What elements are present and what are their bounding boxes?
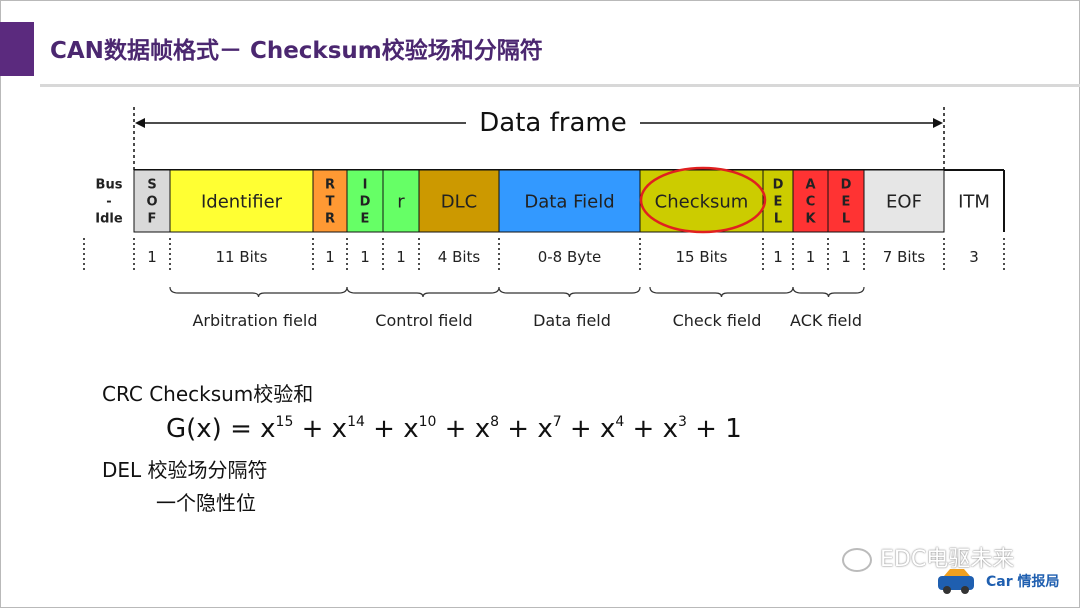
poly-terms: 15 + x14 + x10 + x8 + x7 + x4 + x3 + 1 (276, 414, 742, 444)
recessive-bit-line: 一个隐性位 (156, 491, 256, 515)
car-logo-icon (938, 569, 974, 594)
field-label: Identifier (201, 191, 283, 212)
title-accent-bar (0, 22, 34, 76)
poly-operator: + x (293, 414, 348, 444)
bit-count: 1 (806, 248, 816, 266)
bit-count: 1 (841, 248, 851, 266)
bit-count: 1 (325, 248, 335, 266)
watermark-text: EDC电驱未来 (880, 547, 1015, 572)
poly-operator: + 1 (686, 414, 742, 444)
bit-count: 4 Bits (438, 248, 481, 266)
bit-count: 11 Bits (215, 248, 267, 266)
field-box (133, 169, 171, 233)
group-brace (792, 286, 865, 298)
group-braces: Arbitration field Control field Data field… (169, 286, 865, 330)
slide-title: CAN数据帧格式－ Checksum校验场和分隔符 (50, 31, 543, 65)
bit-count: 7 Bits (883, 248, 926, 266)
poly-operator: + x (436, 414, 491, 444)
group-label: ACK field (790, 311, 862, 330)
group-label: Check field (673, 311, 762, 330)
poly-exponent: 10 (418, 414, 437, 430)
field-box (639, 169, 764, 233)
field-label: DLC (441, 191, 477, 212)
poly-exponent: 3 (678, 414, 687, 430)
field-label: r (397, 191, 405, 212)
bit-count: 0-8 Byte (538, 248, 602, 266)
field-box (346, 169, 384, 233)
data-frame-arrow: Data frame (133, 107, 945, 170)
watermark: EDC电驱未来 (842, 541, 1014, 573)
group-label: Data field (533, 311, 611, 330)
field-box (382, 169, 420, 233)
field-label: Bus-Idle (95, 178, 123, 227)
poly-prefix: G(x) = x (166, 414, 276, 444)
crc-line: CRC Checksum校验和 (102, 382, 314, 406)
bit-count: 15 Bits (675, 248, 727, 266)
field-label: EOF (886, 191, 922, 212)
logo-text: Car 情报局 (986, 574, 1060, 590)
bit-count: 1 (360, 248, 370, 266)
bit-counts: 1 11 Bits 1 1 1 4 Bits 0-8 Byte 15 Bits 1 1 1 7 Bit… (83, 238, 1005, 272)
title-divider (40, 84, 1080, 87)
wechat-icon (842, 548, 872, 572)
poly-operator: + x (499, 414, 553, 444)
frame-label: Data frame (479, 108, 626, 138)
group-label: Control field (375, 311, 472, 330)
field-box (312, 169, 348, 233)
field-box (418, 169, 500, 233)
poly-exponent: 15 (275, 414, 294, 430)
bit-count: 1 (147, 248, 157, 266)
arrow-head-right (933, 118, 943, 128)
group-brace (346, 286, 500, 298)
field-label: Data Field (524, 191, 614, 212)
poly-exponent: 8 (490, 414, 500, 430)
group-brace (498, 286, 641, 298)
checksum-highlight (639, 166, 767, 234)
poly-operator: + x (561, 414, 616, 444)
poly-operator: + x (364, 414, 419, 444)
title-rest: 数据帧格式－ Checksum校验场和分隔符 (103, 38, 543, 64)
field-box (169, 169, 314, 233)
bit-count: 1 (396, 248, 406, 266)
poly-exponent: 4 (615, 414, 625, 430)
title-latin: CAN (50, 38, 104, 64)
poly-exponent: 14 (347, 414, 365, 430)
bit-count: 1 (773, 248, 783, 266)
del-line: DEL 校验场分隔符 (102, 458, 268, 482)
group-brace (649, 286, 794, 298)
field-label: Checksum (655, 191, 749, 212)
group-brace (169, 286, 348, 298)
poly-operator: + x (624, 414, 678, 444)
polynomial: G(x) = x15 + x14 + x10 + x8 + x7 + x4 + … (166, 414, 742, 444)
field-label: ITM (958, 191, 990, 212)
arrow-head-left (135, 118, 145, 128)
poly-exponent: 7 (552, 414, 562, 430)
bit-count: 3 (969, 248, 979, 266)
field-box (863, 169, 945, 233)
field-box (827, 169, 865, 233)
group-label: Arbitration field (192, 311, 317, 330)
field-box (792, 169, 829, 233)
